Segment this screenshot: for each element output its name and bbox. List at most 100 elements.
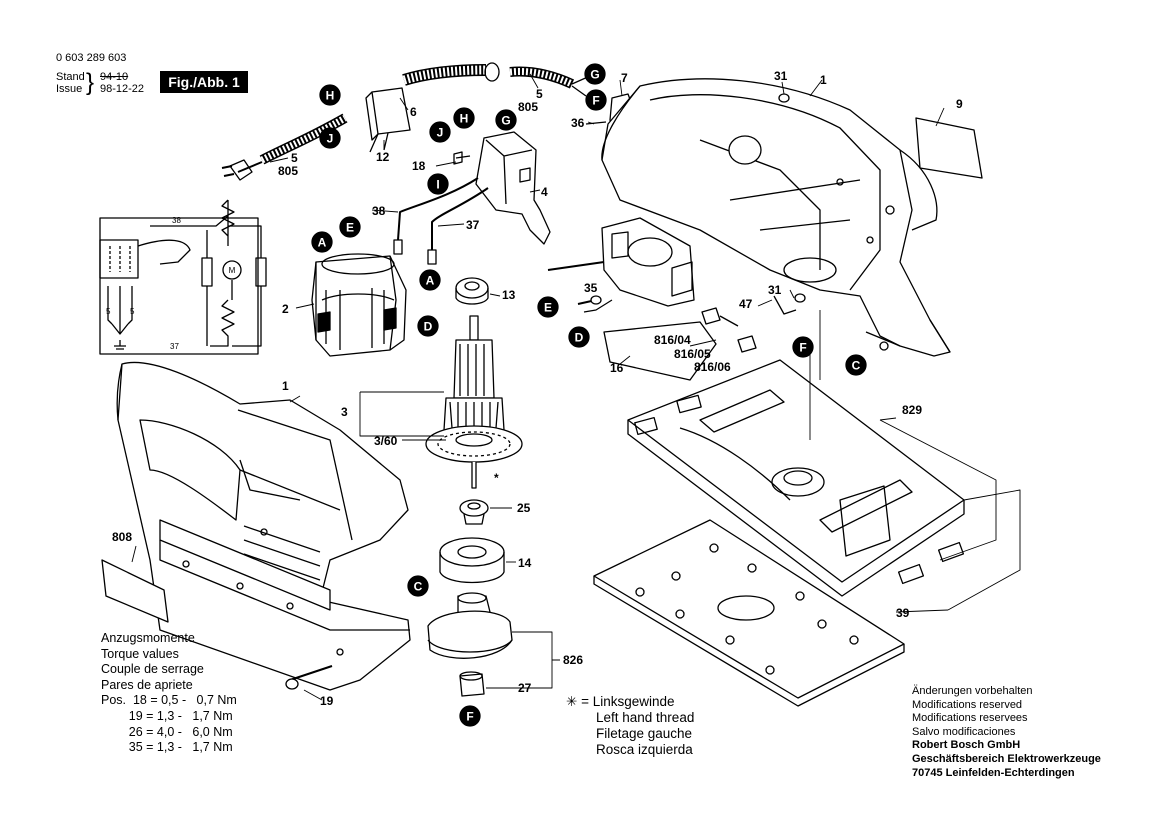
part-label: 16 [610, 361, 624, 375]
part-label: 5 [291, 151, 298, 165]
schematic-cord-right: 5 [130, 307, 135, 316]
badge-letter: G [501, 114, 510, 128]
badge-letter: D [575, 331, 584, 345]
part-label: 3 [341, 405, 348, 419]
part-label: 36 [571, 116, 585, 130]
badge-letter: A [318, 236, 327, 250]
equals-sign: = [577, 694, 593, 709]
torque-row: 35 = 1,3 - 1,7 Nm [101, 740, 233, 755]
torque-row: Pos. 18 = 0,5 - 0,7 Nm [101, 693, 237, 708]
torque-notes: Anzugsmomente Torque values Couple de se… [101, 631, 237, 756]
badge-d-brush: E [537, 296, 559, 318]
badge-i-cord: H [319, 84, 341, 106]
label-plate-9 [915, 117, 983, 179]
part-label: 1 [282, 379, 289, 393]
base-plate [627, 359, 965, 597]
torque-title-de: Anzugsmomente [101, 631, 195, 645]
part-label: 14 [518, 556, 532, 570]
lht-de: Linksgewinde [592, 694, 675, 709]
badge-j-switch: J [429, 121, 451, 143]
schematic-wire-37: 37 [170, 342, 179, 351]
footer-line-fr: Modifications reservees [912, 712, 1028, 725]
schematic-wire-38: 38 [172, 216, 181, 225]
carbon-brushes [701, 307, 757, 353]
bearing-14 [439, 537, 505, 584]
part-label: 805 [278, 164, 298, 178]
part-label: 12 [376, 150, 390, 164]
footer-line-de: Änderungen vorbehalten [912, 685, 1033, 697]
motor-symbol: M [229, 266, 236, 275]
housing-exploded [601, 78, 951, 357]
part-label: 35 [584, 281, 598, 295]
spring-clip [773, 293, 806, 315]
part-label: 31 [768, 283, 782, 297]
badge-c-coil: D [417, 315, 439, 337]
badge-d-coil: E [339, 216, 361, 238]
armature [425, 315, 523, 489]
badge-e-housing: F [792, 336, 814, 358]
badge-letter: A [426, 274, 435, 288]
schematic-cord-left: 5 [106, 307, 111, 316]
part-label: 816/04 [654, 333, 691, 347]
issue-date: 98-12-22 [100, 83, 145, 95]
badge-g-hose: F [585, 89, 607, 111]
stand-date: 94-10 [100, 71, 129, 83]
schematic-labels: 38 37 5 5 M [106, 216, 236, 351]
field-coil [311, 253, 407, 357]
badge-letter: F [466, 710, 473, 724]
part-label: 27 [518, 681, 532, 695]
part-label: 31 [774, 69, 788, 83]
bushing-27 [459, 671, 485, 697]
badge-letter: D [424, 320, 433, 334]
company-address: 70745 Leinfelden-Echterdingen [912, 766, 1075, 779]
part-label: * [494, 471, 499, 485]
lht-es: Rosca izquierda [596, 742, 693, 757]
badge-e-bushing: F [459, 705, 481, 727]
badge-h-hose: G [584, 63, 606, 85]
part-label: 5 [536, 87, 543, 101]
part-label: 826 [563, 653, 583, 667]
part-label: 38 [372, 204, 386, 218]
asterisk-symbol: ✳ [566, 694, 578, 709]
part-label: 2 [282, 302, 289, 316]
left-hand-thread-legend: ✳ = Linksgewinde Left hand thread Fileta… [566, 694, 694, 758]
footer-line-en: Modifications reserved [912, 698, 1023, 711]
badge-h-switch: H [453, 107, 475, 129]
part-label: 4 [541, 185, 548, 199]
badge-letter: H [460, 112, 469, 126]
badge-f-housing: C [845, 354, 867, 376]
badge-a-coil: A [311, 231, 333, 253]
badge-letter: F [592, 94, 599, 108]
brush-holder [547, 217, 717, 381]
part-label: 18 [412, 159, 426, 173]
screws [285, 295, 602, 690]
issue-label: Issue [56, 83, 83, 95]
badge-i-switch: I [427, 173, 449, 195]
part-label: 19 [320, 694, 334, 708]
company-division: Geschäftsbereich Elektrowerkzeuge [912, 752, 1101, 765]
connection-badges: H J G F H G J I A E A D E D F C C F [311, 63, 867, 727]
label-plate-808 [101, 559, 169, 623]
lht-fr: Filetage gauche [596, 726, 693, 741]
figure-label: Fig./Abb. 1 [160, 71, 248, 93]
cable-hose [402, 62, 591, 97]
part-label: 816/06 [694, 360, 731, 374]
part-label: 829 [902, 403, 922, 417]
torque-row: 26 = 4,0 - 6,0 Nm [101, 724, 233, 739]
part-label: 3/60 [374, 434, 398, 448]
part-label: 9 [956, 97, 963, 111]
part-label: 7 [621, 71, 628, 85]
part-label: 805 [518, 100, 538, 114]
badge-letter: E [544, 301, 552, 315]
lht-en: Left hand thread [596, 710, 695, 725]
badge-a-wire: A [419, 269, 441, 291]
company-name: Robert Bosch GmbH [912, 739, 1021, 752]
badge-f-sander: C [407, 575, 429, 597]
badge-letter: C [852, 359, 861, 373]
sanding-pad [593, 519, 905, 707]
part-label: 13 [502, 288, 516, 302]
power-cord [221, 113, 348, 181]
footer-line-es: Salvo modificaciones [912, 725, 1016, 738]
part-label: 39 [896, 606, 910, 620]
